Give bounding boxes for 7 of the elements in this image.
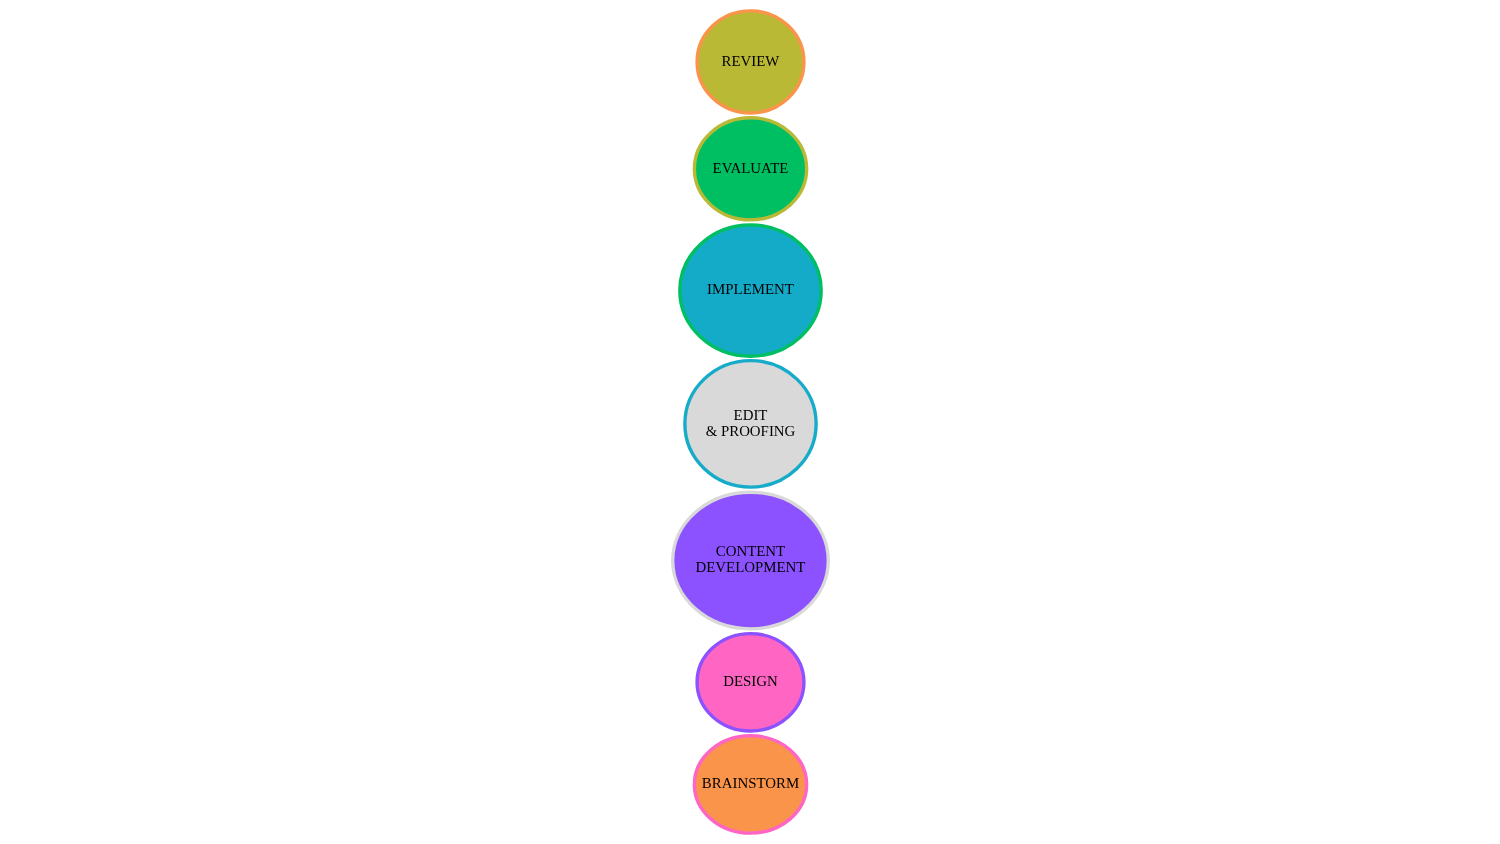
node-circle: IMPLEMENT <box>677 223 823 358</box>
node-circle: DESIGN <box>694 631 806 733</box>
node-ellipse: BRAINSTORM <box>692 734 808 835</box>
node-circle: REVIEW <box>694 9 806 115</box>
node-circle: EDIT & PROOFING <box>682 358 818 489</box>
node-circle: EVALUATE <box>692 116 808 222</box>
node-ellipse: CONTENT DEVELOPMENT <box>670 490 830 631</box>
